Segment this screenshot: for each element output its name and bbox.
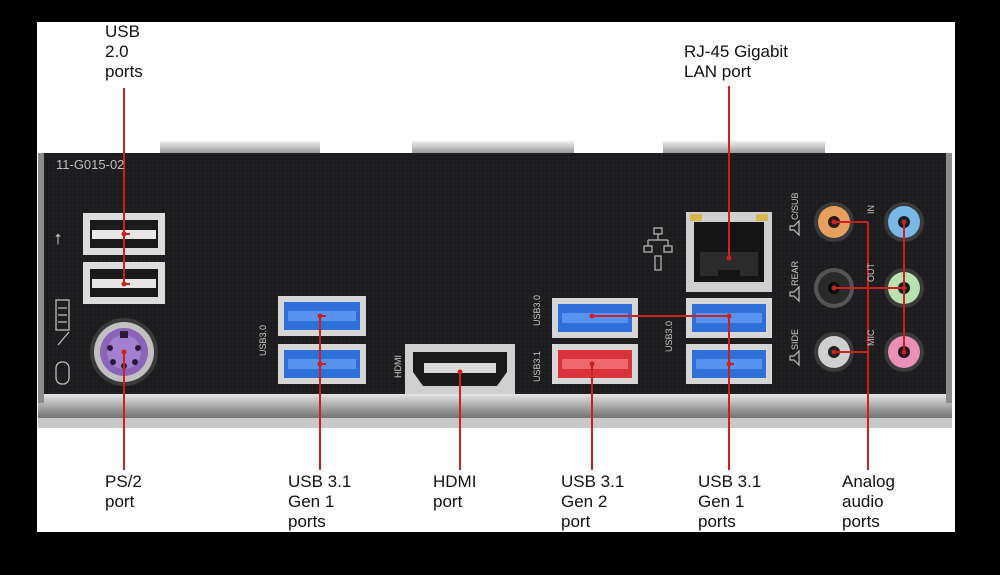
usb31-gen2-port[interactable] [552, 344, 638, 384]
speaker-icons [789, 219, 800, 367]
shield-tab [663, 141, 825, 155]
usb-symbol-icon: ⭢ [49, 233, 66, 245]
hdmi-silkscreen: HDMI [393, 355, 403, 378]
csub-silkscreen: C/SUB [790, 192, 800, 220]
shield-left-edge [38, 153, 44, 403]
shield-bottom-lip [38, 418, 952, 428]
usb30-right-silkscreen: USB3.0 [664, 320, 674, 352]
out-silkscreen: OUT [866, 263, 876, 282]
usb30-port-middle[interactable] [552, 298, 638, 338]
usb30-port-left-bottom[interactable] [278, 344, 366, 384]
usb31-mid-silkscreen: USB3.1 [532, 350, 542, 382]
mic-silkscreen: MIC [866, 329, 876, 347]
in-silkscreen: IN [866, 205, 876, 214]
usb30-left-silkscreen: USB3.0 [258, 324, 268, 356]
usb30-mid-silkscreen: USB3.0 [532, 294, 542, 326]
side-silkscreen: SIDE [790, 328, 800, 350]
rear-silkscreen: REAR [790, 260, 800, 286]
shield-tab [412, 141, 574, 155]
leader-dots [121, 219, 907, 375]
shield-right-edge [946, 153, 952, 403]
shield-tab [160, 141, 320, 155]
mouse-keyboard-icon [55, 299, 70, 385]
network-icon [643, 227, 673, 271]
part-number-label: 11-G015-02 [56, 157, 125, 172]
